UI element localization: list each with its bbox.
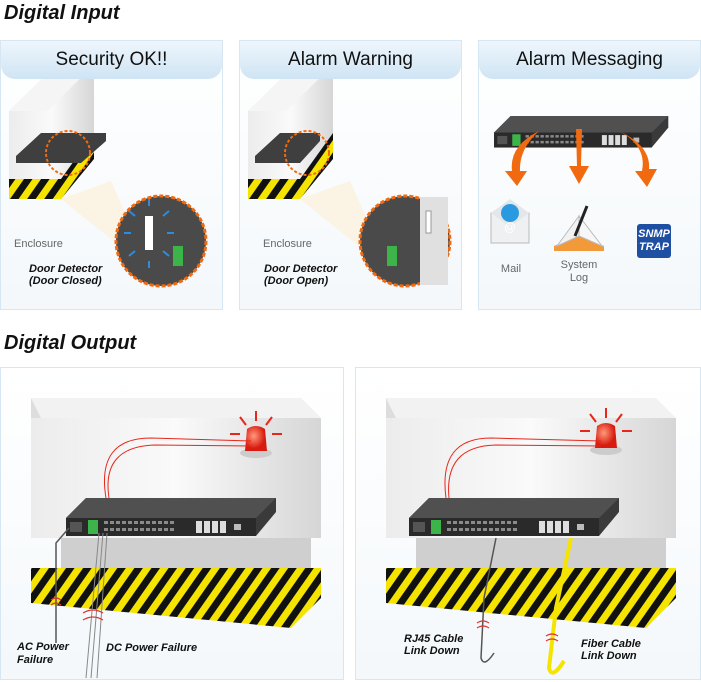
- arrow-icons: [505, 129, 657, 187]
- door-state-label: (Door Closed): [29, 275, 102, 287]
- panel-title: Alarm Warning: [240, 41, 461, 79]
- enclosure-label: Enclosure: [14, 238, 63, 250]
- link-down-illustration: [386, 398, 676, 675]
- mail-icon: [490, 199, 530, 244]
- switch-icon: [409, 498, 619, 536]
- ac-power-failure-label-2: Failure: [17, 654, 54, 666]
- panel-power-failure: AC Power Failure DC Power Failure: [0, 367, 344, 680]
- door-state-label: (Door Open): [264, 275, 329, 287]
- panel-link-down: RJ45 Cable Link Down Fiber Cable Link Do…: [355, 367, 701, 680]
- system-log-label-line2: Log: [569, 272, 589, 284]
- snmp-label: SNMP: [638, 228, 670, 240]
- panel-title: Security OK!!: [1, 41, 222, 79]
- enclosure-label: Enclosure: [263, 238, 312, 250]
- trap-label: TRAP: [639, 241, 669, 253]
- snmp-trap-icon: [637, 224, 671, 258]
- door-detector-label: Door Detector: [29, 263, 103, 275]
- fiber-link-down-label-2: Link Down: [581, 650, 637, 662]
- rj45-link-down-label-1: RJ45 Cable: [404, 633, 464, 645]
- system-log-label-line1: System: [560, 259, 598, 271]
- dc-power-failure-label: DC Power Failure: [106, 642, 198, 654]
- switch-icon: [66, 498, 276, 536]
- ac-power-cable: [55, 527, 70, 643]
- system-log-book-icon: [554, 205, 604, 251]
- panel-title: Alarm Messaging: [479, 41, 700, 79]
- enclosure-door-open-illustration: [248, 65, 452, 288]
- door-detector-label: Door Detector: [264, 263, 338, 275]
- panel-security-ok: Security OK!! Enclosure Door Detector (D…: [0, 40, 223, 310]
- fiber-link-down-label-1: Fiber Cable: [581, 638, 641, 650]
- digital-input-title: Digital Input: [4, 2, 120, 24]
- switch-messaging-illustration: [490, 116, 671, 258]
- rj45-link-down-label-2: Link Down: [404, 645, 460, 657]
- mail-at-glyph: @: [504, 220, 516, 234]
- fiber-cable: [546, 537, 573, 675]
- power-failure-illustration: [31, 398, 321, 679]
- mail-label: Mail: [500, 263, 522, 275]
- rj45-cable: [480, 537, 497, 663]
- digital-output-title: Digital Output: [4, 332, 137, 354]
- panel-alarm-warning: Alarm Warning Enclosure Door Detector (D…: [239, 40, 462, 310]
- ac-power-failure-label-1: AC Power: [17, 641, 69, 653]
